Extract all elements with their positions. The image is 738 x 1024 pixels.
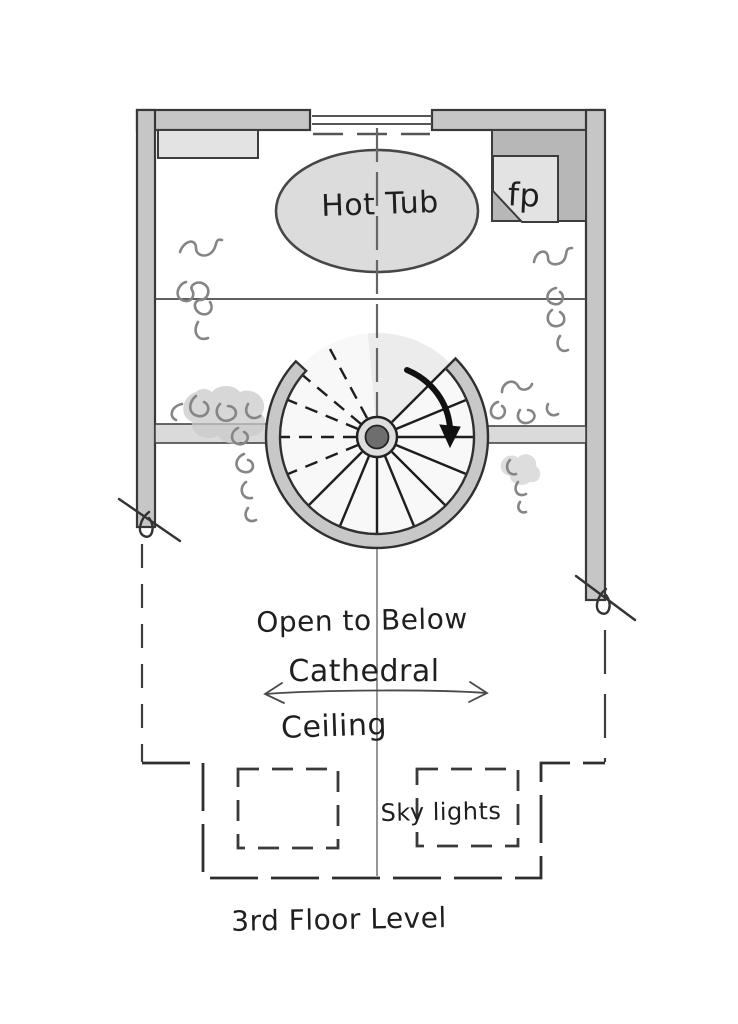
arrow-shaft [404, 367, 453, 431]
plant-squiggle [188, 394, 262, 423]
tread-line [383, 455, 416, 527]
span-arrow-head-left [263, 682, 285, 704]
fireplace-label: fp [507, 175, 542, 215]
spiral-stair [264, 348, 490, 550]
plant-squiggle [178, 238, 224, 257]
plant-squiggle [235, 452, 258, 523]
top-wall-right [430, 108, 605, 132]
tread-line [308, 451, 363, 506]
cathedral-label: Cathedral [288, 654, 439, 689]
plant-mid-right [489, 380, 560, 425]
break-loop-left [138, 510, 154, 538]
arrow-head [439, 424, 461, 449]
skylights: Sky lights [236, 767, 520, 850]
floor-level-title: 3rd Floor Level [231, 901, 447, 938]
break-loop-right [595, 587, 611, 615]
fireplace: fp [491, 129, 587, 223]
plant-squiggle [170, 402, 250, 446]
plant-squiggle [546, 286, 565, 306]
span-arrow-shaft [264, 689, 488, 695]
tread-line [395, 398, 467, 431]
center-lines [155, 128, 586, 876]
window-opening [312, 115, 432, 136]
plant-upper-left [176, 238, 224, 341]
plant-squiggle [489, 400, 560, 425]
stair-landing-shade [367, 333, 451, 437]
top-wall-left [135, 108, 312, 132]
hot-tub: Hot Tub [274, 148, 480, 274]
plants [170, 238, 574, 523]
tread-line-hidden [299, 372, 362, 425]
open-below-outline [140, 544, 607, 880]
tread-line [391, 451, 446, 506]
plant-squiggle [176, 280, 213, 316]
plant-blob [183, 386, 266, 444]
tread-line [338, 455, 371, 527]
walls [135, 108, 607, 602]
tread-line-hidden [287, 398, 359, 431]
plant-squiggle [546, 308, 570, 353]
annotations: Open to Below Cathedral Ceiling 3rd Floo… [231, 602, 489, 938]
right-wall [584, 108, 607, 602]
stair-direction-arrow [404, 367, 461, 449]
plant-below-left [235, 452, 258, 523]
fireplace-insert [492, 155, 559, 223]
break-slash-right [574, 574, 637, 622]
bench [157, 129, 259, 159]
tread-line [395, 443, 467, 476]
open-edge-bottom [142, 761, 605, 880]
tread-line [391, 368, 446, 423]
open-to-below-label: Open to Below [256, 602, 468, 639]
plant-below-right [500, 454, 541, 514]
tread-line-hidden [287, 443, 359, 476]
stair-center-post [364, 424, 390, 450]
wall-break-symbols [117, 497, 637, 622]
plant-squiggle [532, 246, 574, 266]
plant-upper-right [532, 246, 574, 353]
skylights-label: Sky lights [380, 797, 501, 827]
hot-tub-label: Hot Tub [321, 185, 440, 224]
plant-mid-left [170, 386, 266, 446]
plant-squiggle [505, 458, 528, 514]
span-arrow-head-right [468, 681, 489, 703]
left-wall [135, 108, 157, 529]
ceiling-label: Ceiling [280, 707, 387, 746]
plant-blob [500, 454, 541, 485]
stair-treads [281, 348, 473, 533]
plant-squiggle [194, 320, 210, 341]
cathedral-span-arrow [263, 681, 489, 704]
skylight-left [236, 767, 340, 850]
stair-outer-ring [264, 356, 490, 550]
skylight-right [415, 767, 520, 848]
plant-squiggle [500, 380, 534, 394]
